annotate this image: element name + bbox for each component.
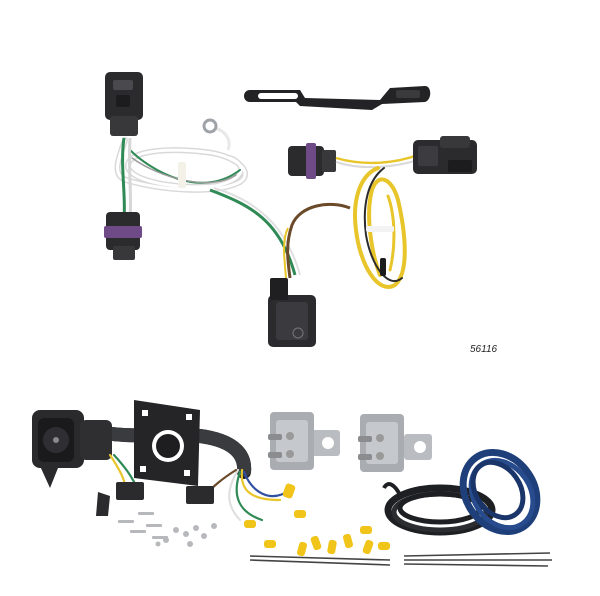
small-4-flat-connector <box>96 482 214 516</box>
7-way-socket-kit <box>32 400 552 567</box>
mounting-bracket <box>244 86 431 110</box>
7-way-socket <box>32 410 112 488</box>
purple-connector-left <box>104 212 142 260</box>
yellow-wire-coil <box>353 166 407 289</box>
ground-wire <box>213 126 231 151</box>
brown-wire <box>286 202 351 279</box>
blue-wire-coil <box>459 448 541 536</box>
socket-mounting-bracket <box>134 400 200 486</box>
t-connector-harness <box>104 72 477 347</box>
zip-ties <box>249 552 552 567</box>
yellow-wire <box>335 153 419 165</box>
white-wire-coil <box>114 137 249 193</box>
purple-connector-right <box>288 143 336 179</box>
green-wire <box>121 137 126 219</box>
green-wire-long <box>209 188 297 276</box>
top-black-connector <box>105 72 143 136</box>
power-wire-coils <box>382 448 541 536</box>
right-black-connector <box>413 136 477 174</box>
circuit-breaker-right <box>358 414 432 472</box>
yellow-terminals <box>244 483 390 557</box>
hardware-pack <box>118 512 217 547</box>
ring-terminal-icon <box>202 118 218 134</box>
cable-tie <box>178 162 186 188</box>
part-number-label: 56116 <box>470 344 498 355</box>
4-flat-connector <box>268 278 316 347</box>
circuit-breakers <box>268 412 432 472</box>
circuit-breaker-left <box>268 412 340 470</box>
